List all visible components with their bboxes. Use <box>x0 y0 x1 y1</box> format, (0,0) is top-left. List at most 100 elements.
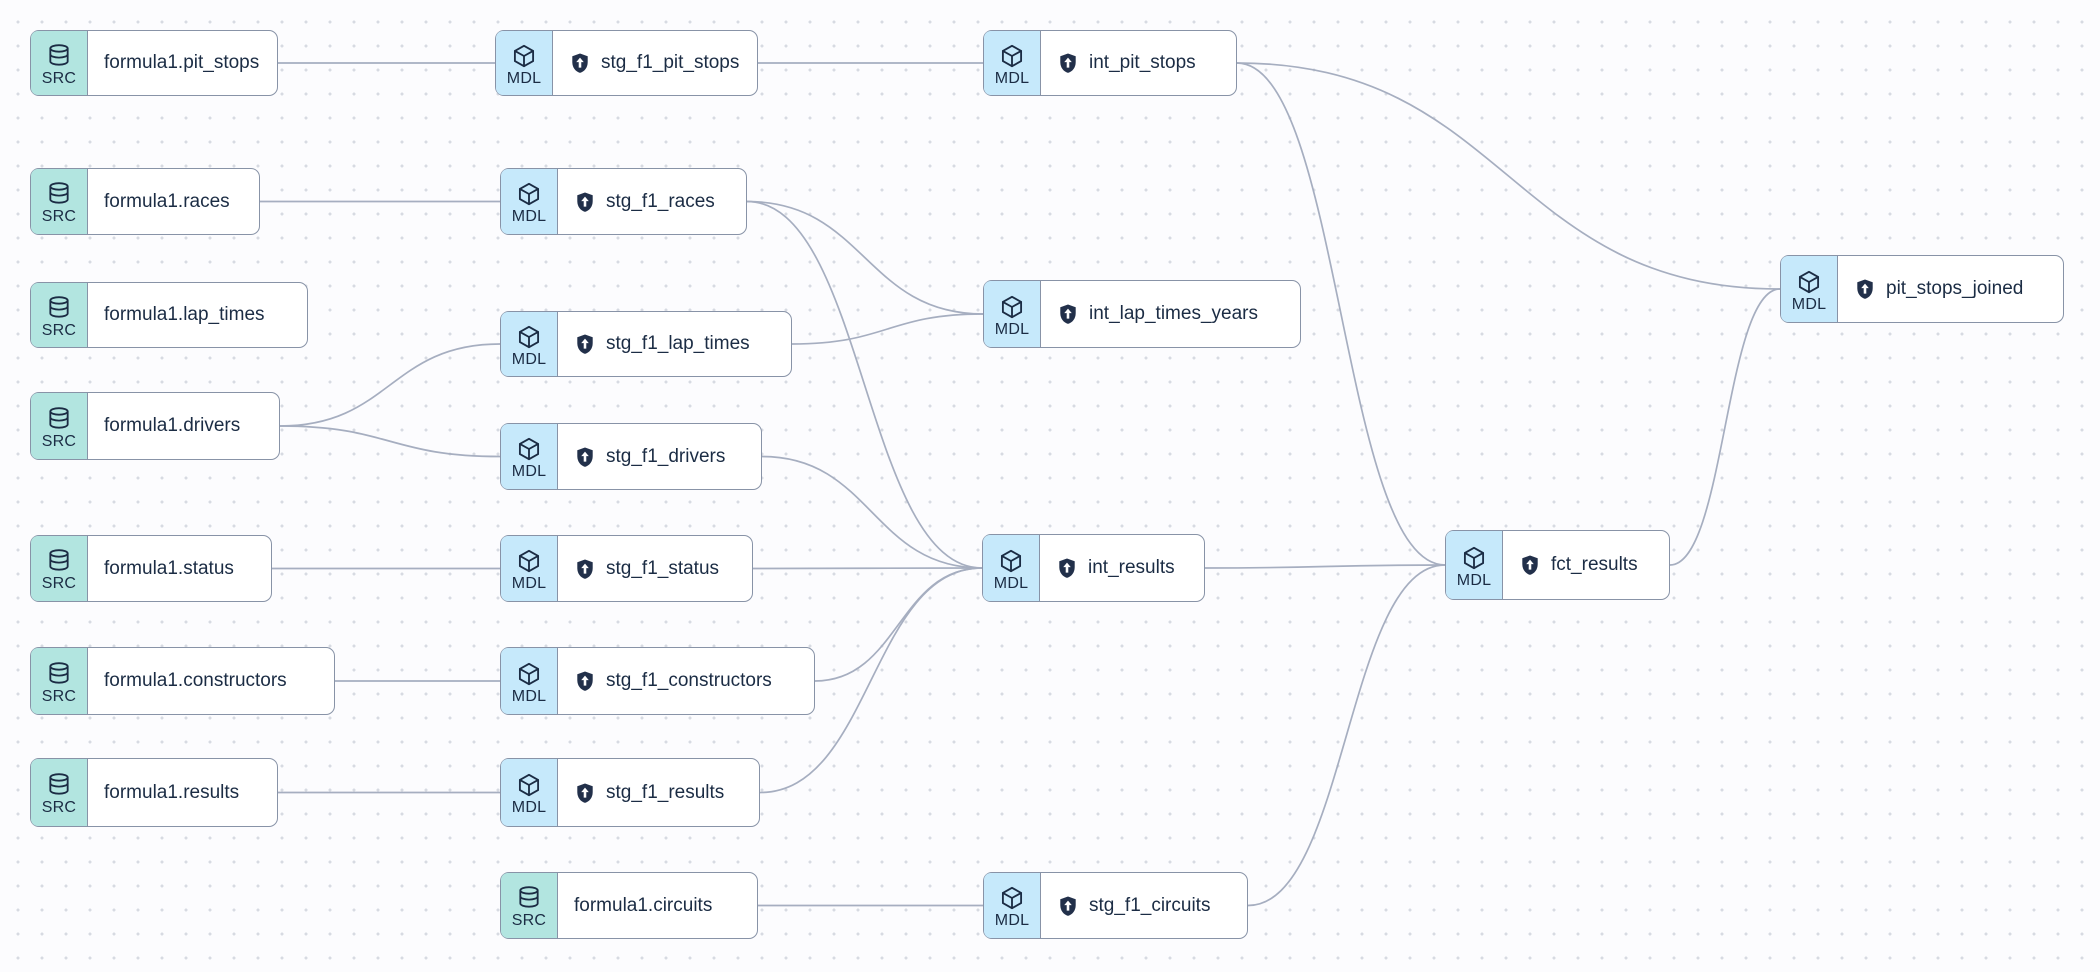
shield-lock-icon <box>572 53 588 73</box>
model-badge: MDL <box>983 535 1040 601</box>
node-stg_races[interactable]: MDL stg_f1_races <box>500 168 747 235</box>
source-badge: SRC <box>31 648 88 714</box>
node-body: fct_results <box>1503 531 1669 599</box>
model-badge-label: MDL <box>511 575 547 592</box>
model-badge-label: MDL <box>511 208 547 225</box>
model-badge-label: MDL <box>994 320 1030 338</box>
database-icon <box>49 182 69 204</box>
node-label: int_lap_times_years <box>1089 303 1258 324</box>
node-stg_status[interactable]: MDL stg_f1_status <box>500 535 753 602</box>
node-label: stg_f1_status <box>606 557 720 579</box>
node-body: int_lap_times_years <box>1041 281 1300 347</box>
model-badge-label: MDL <box>1456 571 1492 589</box>
source-badge-label: SRC <box>41 208 77 225</box>
node-label: formula1.lap_times <box>104 304 265 325</box>
edge-fct_results-to-pit_stops_joined <box>1669 288 1781 566</box>
node-body: stg_f1_drivers <box>558 424 761 489</box>
model-badge: MDL <box>501 759 558 826</box>
node-label: stg_f1_lap_times <box>606 333 750 354</box>
edge-src_drivers-to-stg_lap_times <box>279 343 501 427</box>
node-src_pit_stops[interactable]: SRC formula1.pit_stops <box>30 30 279 96</box>
edge-stg_circuits-to-fct_results <box>1247 564 1446 907</box>
source-badge-label: SRC <box>511 912 547 929</box>
model-badge: MDL <box>501 169 558 234</box>
edge-src_drivers-to-stg_drivers <box>279 425 501 458</box>
cube-icon <box>518 662 540 685</box>
shield-lock-icon <box>1857 279 1873 299</box>
node-src_circuits[interactable]: SRC formula1.circuits <box>500 872 758 939</box>
model-badge: MDL <box>984 281 1041 347</box>
node-stg_circuits[interactable]: MDL stg_f1_circuits <box>983 872 1248 939</box>
model-badge: MDL <box>501 536 558 601</box>
node-label: formula1.constructors <box>104 670 287 691</box>
node-stg_results[interactable]: MDL stg_f1_results <box>500 758 760 827</box>
node-body: stg_f1_constructors <box>558 648 814 714</box>
node-body: pit_stops_joined <box>1838 256 2063 322</box>
edge-stg_status-to-int_results <box>752 567 983 570</box>
node-body: stg_f1_lap_times <box>558 312 791 376</box>
source-badge: SRC <box>31 169 88 234</box>
model-badge: MDL <box>984 873 1041 938</box>
node-int_lap_times_years[interactable]: MDL int_lap_times_years <box>983 280 1301 348</box>
shield-lock-icon <box>1522 555 1538 575</box>
node-body: stg_f1_status <box>558 536 752 601</box>
shield-lock-icon <box>1059 558 1075 578</box>
model-badge-label: MDL <box>994 912 1030 929</box>
edge-stg_races-to-int_lap_times_years <box>746 200 984 315</box>
node-stg_pit_stops[interactable]: MDL stg_f1_pit_stops <box>495 30 759 96</box>
cube-icon <box>1798 270 1820 293</box>
model-badge: MDL <box>1446 531 1503 599</box>
cube-icon <box>1001 295 1023 318</box>
source-badge: SRC <box>31 31 88 95</box>
node-label: stg_f1_circuits <box>1089 894 1211 916</box>
node-body: formula1.circuits <box>558 873 757 938</box>
model-badge: MDL <box>984 31 1041 95</box>
edge-int_pit_stops-to-fct_results <box>1236 62 1446 566</box>
model-badge: MDL <box>496 31 553 95</box>
source-badge: SRC <box>31 759 88 826</box>
node-label: stg_f1_drivers <box>606 445 726 467</box>
node-stg_constructors[interactable]: MDL stg_f1_constructors <box>500 647 815 715</box>
node-body: stg_f1_races <box>558 169 746 234</box>
shield-lock-icon <box>577 558 593 579</box>
node-label: int_pit_stops <box>1089 52 1196 73</box>
node-src_races[interactable]: SRC formula1.races <box>30 168 260 235</box>
node-label: stg_f1_races <box>606 190 715 212</box>
node-src_status[interactable]: SRC formula1.status <box>30 535 272 602</box>
node-body: int_pit_stops <box>1041 31 1236 95</box>
shield-lock-icon <box>1060 895 1076 916</box>
shield-lock-icon <box>577 446 593 467</box>
edge-stg_results-to-int_results <box>759 567 983 794</box>
source-badge-label: SRC <box>41 69 77 87</box>
source-badge-label: SRC <box>41 321 77 339</box>
node-src_drivers[interactable]: SRC formula1.drivers <box>30 392 280 460</box>
node-int_pit_stops[interactable]: MDL int_pit_stops <box>983 30 1237 96</box>
node-src_lap_times[interactable]: SRC formula1.lap_times <box>30 282 308 348</box>
node-src_results[interactable]: SRC formula1.results <box>30 758 278 827</box>
node-src_constructors[interactable]: SRC formula1.constructors <box>30 647 335 715</box>
source-badge: SRC <box>31 393 88 459</box>
node-pit_stops_joined[interactable]: MDL pit_stops_joined <box>1780 255 2064 323</box>
node-stg_drivers[interactable]: MDL stg_f1_drivers <box>500 423 762 490</box>
database-icon <box>519 886 539 908</box>
node-fct_results[interactable]: MDL fct_results <box>1445 530 1670 600</box>
database-icon <box>49 406 69 429</box>
shield-lock-icon <box>577 334 593 354</box>
node-stg_lap_times[interactable]: MDL stg_f1_lap_times <box>500 311 792 377</box>
node-body: stg_f1_results <box>558 759 759 826</box>
shield-lock-icon <box>1060 53 1076 73</box>
model-badge-label: MDL <box>506 69 542 87</box>
node-label: int_results <box>1088 557 1175 578</box>
node-int_results[interactable]: MDL int_results <box>982 534 1205 602</box>
source-badge: SRC <box>501 873 558 938</box>
edge-stg_races-to-int_results <box>746 200 983 569</box>
node-label: formula1.circuits <box>574 894 713 916</box>
source-badge: SRC <box>31 283 88 347</box>
node-body: formula1.constructors <box>88 648 334 714</box>
database-icon <box>49 549 69 571</box>
node-body: formula1.races <box>88 169 259 234</box>
cube-icon <box>518 549 540 573</box>
